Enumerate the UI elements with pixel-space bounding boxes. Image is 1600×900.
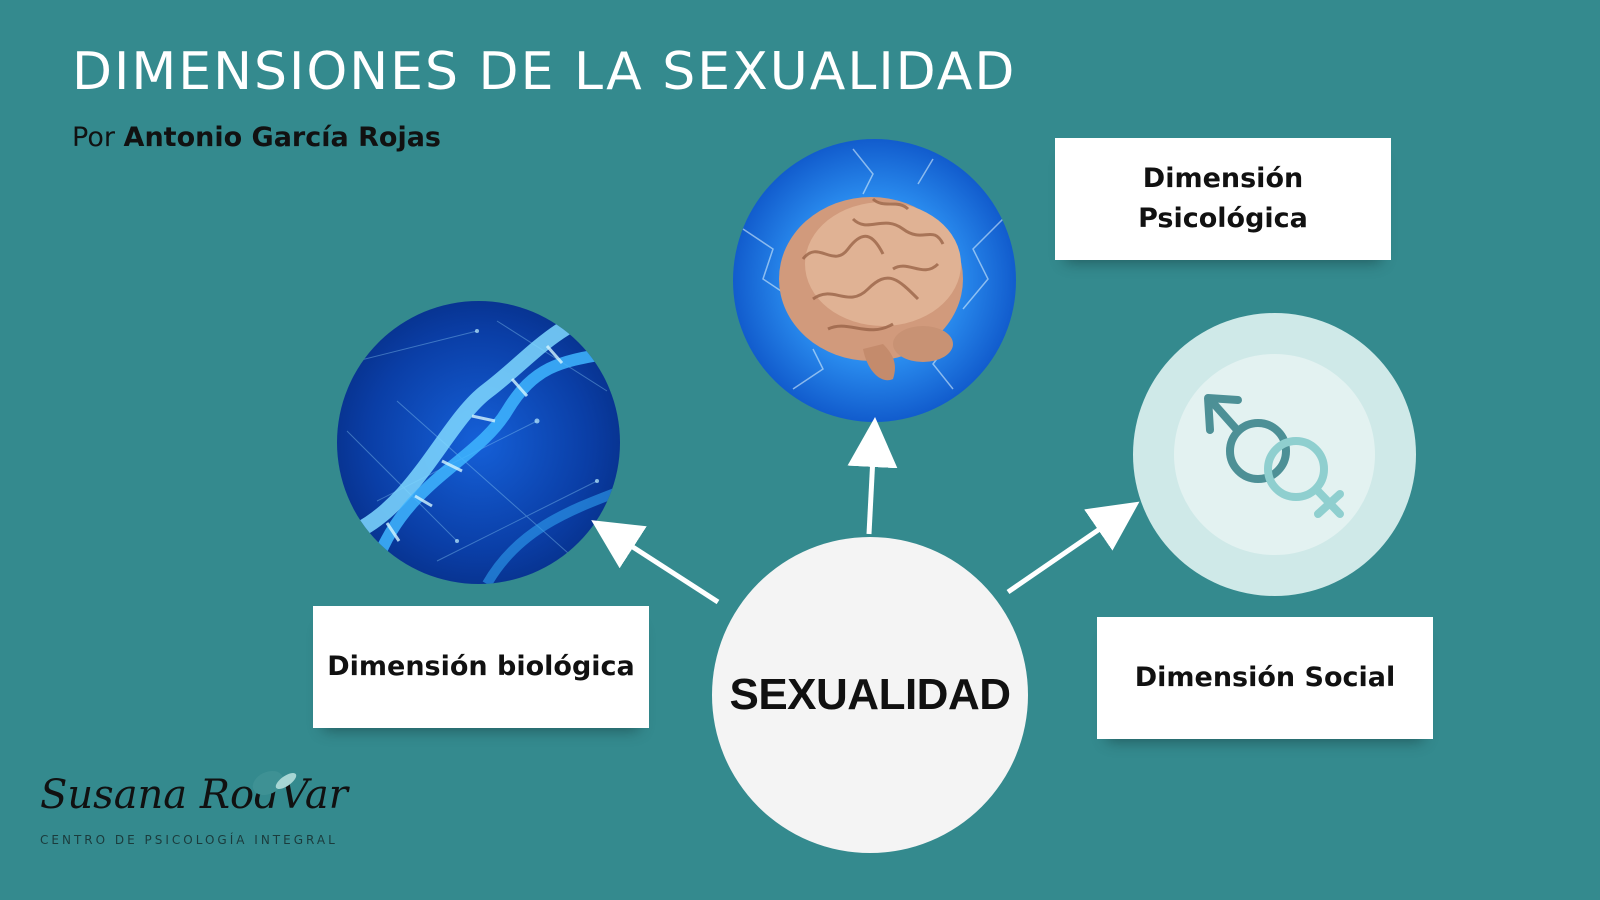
label-social-text: Dimensión Social xyxy=(1134,661,1396,693)
gender-symbols-icon xyxy=(1204,394,1344,518)
label-social: Dimensión Social xyxy=(1097,617,1433,739)
label-psychological-text: Dimensión Psicológica xyxy=(1138,162,1308,235)
dna-image xyxy=(337,301,620,584)
social-inner-circle xyxy=(1174,354,1375,555)
social-image xyxy=(1133,313,1416,596)
byline: Por Antonio García Rojas xyxy=(72,122,441,153)
center-label: SEXUALIDAD xyxy=(729,670,1011,719)
brain-image xyxy=(733,139,1016,422)
label-biological: Dimensión biológica xyxy=(313,606,649,728)
arrow-to-social xyxy=(1006,501,1140,595)
label-biological-text: Dimensión biológica xyxy=(327,650,635,682)
leaf-icon xyxy=(252,770,297,796)
byline-prefix: Por xyxy=(72,122,115,153)
byline-author: Antonio García Rojas xyxy=(123,122,442,153)
page-title: DIMENSIONES DE LA SEXUALIDAD xyxy=(72,42,1017,102)
label-psychological: Dimensión Psicológica xyxy=(1055,138,1391,260)
arrow-to-psychological xyxy=(847,417,898,535)
center-node-sexualidad: SEXUALIDAD xyxy=(712,537,1028,853)
logo-subtitle: CENTRO DE PSICOLOGÍA INTEGRAL xyxy=(40,833,338,847)
arrow-to-biological xyxy=(591,520,720,605)
logo-signature: Susana RodVar xyxy=(40,772,348,818)
